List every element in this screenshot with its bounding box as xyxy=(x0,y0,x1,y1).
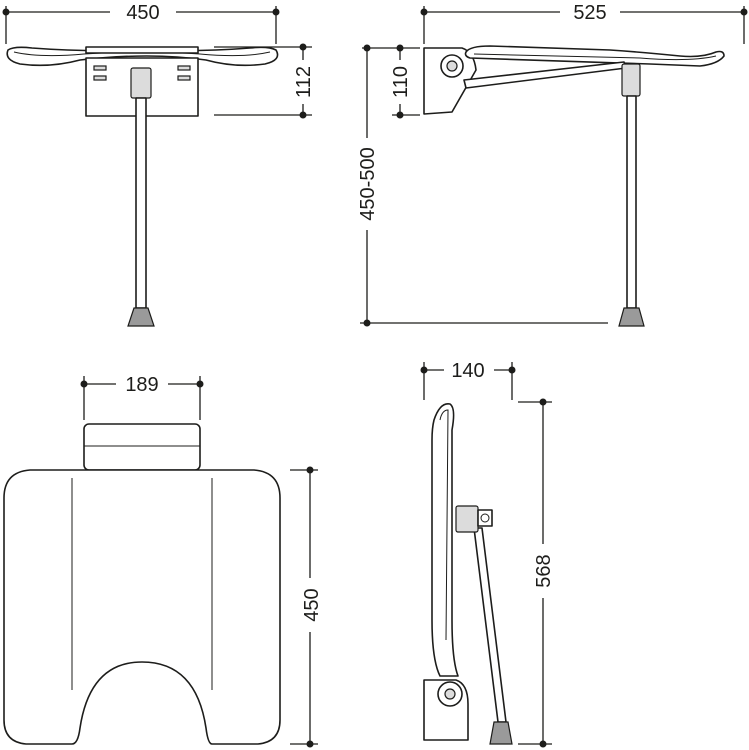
dim-dot xyxy=(539,740,547,748)
front-view: 450 112 xyxy=(2,2,315,327)
dim-label-side-top: 110 xyxy=(390,66,412,98)
dim-dot xyxy=(306,740,314,748)
dim-label-folded-height: 568 xyxy=(533,554,555,587)
top-view: 189 450 xyxy=(3,374,323,748)
dim-label-top-back: 189 xyxy=(125,374,158,396)
dim-dot xyxy=(363,44,371,52)
front-bracket-slot-right-bottom xyxy=(177,75,191,81)
side-seat-edge xyxy=(473,53,717,61)
side-hinge-pin xyxy=(446,60,458,72)
side-foot xyxy=(618,307,645,327)
label-bg xyxy=(390,60,410,104)
front-bracket-slot-right-top xyxy=(177,65,191,71)
folded-leg-joint xyxy=(455,505,479,533)
folded-seat-edge xyxy=(439,409,449,641)
side-leg xyxy=(626,95,637,309)
dim-dot xyxy=(299,111,307,119)
front-leg xyxy=(135,97,147,309)
label-bg xyxy=(293,60,313,104)
side-brace xyxy=(463,61,627,89)
dim-dot xyxy=(539,398,547,406)
folded-foot xyxy=(489,721,513,745)
folded-hinge-pin xyxy=(444,688,456,700)
front-bracket-slot-left-bottom xyxy=(93,75,107,81)
side-leg-joint xyxy=(621,63,641,97)
dim-dot xyxy=(363,319,371,327)
label-bg xyxy=(299,578,321,632)
label-bg xyxy=(532,544,554,598)
label-bg xyxy=(116,374,168,394)
front-foot xyxy=(127,307,155,327)
label-bg xyxy=(560,2,620,22)
dim-label-side-depth: 525 xyxy=(573,2,606,24)
top-seat xyxy=(3,469,281,745)
dim-dot xyxy=(299,43,307,51)
dim-dot xyxy=(396,44,404,52)
dim-label-front-height: 112 xyxy=(293,66,315,98)
folded-hinge-clip xyxy=(477,509,493,527)
front-top-plate xyxy=(85,46,199,54)
label-bg xyxy=(356,138,378,230)
dim-label-folded-depth: 140 xyxy=(451,360,484,382)
folded-leg xyxy=(473,527,507,723)
side-seat xyxy=(464,45,725,67)
dim-label-top-depth: 450 xyxy=(301,588,323,621)
folded-seat xyxy=(431,403,459,677)
label-bg xyxy=(444,360,494,380)
label-bg xyxy=(110,2,176,22)
dim-label-side-height: 450-500 xyxy=(357,147,379,220)
front-bracket-slot-left-top xyxy=(93,65,107,71)
dim-dot xyxy=(396,111,404,119)
folded-hinge-screw xyxy=(480,513,490,523)
side-view: 525 110 450-500 xyxy=(356,2,748,327)
dim-dot xyxy=(306,466,314,474)
dim-label-front-width: 450 xyxy=(126,2,159,24)
folded-view: 140 568 xyxy=(420,360,555,748)
front-leg-joint xyxy=(130,67,152,99)
top-back-plate xyxy=(83,423,201,471)
